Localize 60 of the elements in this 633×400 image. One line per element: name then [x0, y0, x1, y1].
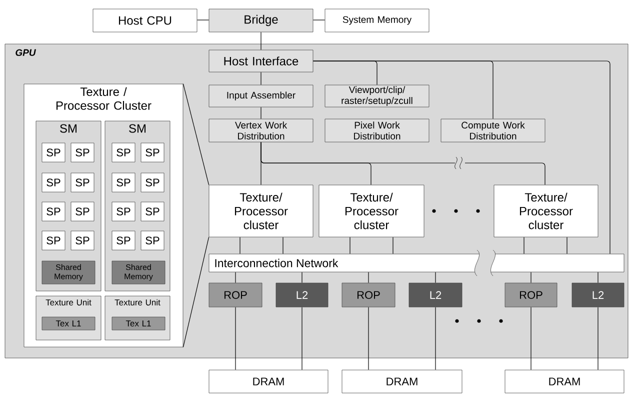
connector-line [566, 236, 568, 254]
processor-box: SP [70, 172, 94, 192]
connector-line [435, 306, 436, 370]
processor-box: SP [42, 172, 66, 192]
cache-box: L2 [408, 282, 462, 308]
processor-box: SP [140, 202, 164, 222]
processor-box: SP [70, 142, 94, 162]
processor-box: SP [140, 142, 164, 162]
cluster-box: Texture/ Processor cluster [208, 184, 314, 238]
connector-line [392, 236, 394, 254]
unit-box: Pixel Work Distribution [324, 118, 430, 142]
processor-box: SP [140, 172, 164, 192]
zoom-line [182, 236, 210, 348]
processor-box: SP [42, 230, 66, 250]
processor-box: SP [112, 142, 136, 162]
processor-box: SP [70, 202, 94, 222]
connector-line [260, 106, 262, 120]
connector-line [368, 272, 369, 284]
dram-box: DRAM [208, 370, 328, 394]
unit-box: Input Assembler [208, 84, 314, 108]
processor-box: SP [70, 230, 94, 250]
shared-memory-box: Shared Memory [42, 260, 96, 284]
host-box: Host CPU [92, 8, 198, 32]
connector-line [282, 236, 284, 254]
cache-box: L2 [276, 282, 328, 308]
unit-box: Vertex Work Distribution [208, 118, 314, 142]
processor-box: SP [112, 172, 136, 192]
cache-box: Tex L1 [112, 316, 166, 330]
connector-line [260, 142, 546, 186]
connector-line [530, 272, 532, 284]
unit-box: Viewport/clip/ raster/setup/zcull [324, 84, 430, 108]
connector-line [235, 272, 236, 284]
zoom-line [182, 84, 210, 186]
unit-box: Compute Work Distribution [440, 118, 546, 142]
connector-line [260, 32, 262, 50]
bridge-box: Bridge [208, 8, 314, 32]
connector-line [312, 60, 610, 254]
interface-box: Host Interface [208, 50, 314, 72]
rop-box: ROP [342, 282, 396, 308]
connector-line [530, 306, 532, 370]
cluster-box: Texture/ Processor cluster [494, 184, 598, 238]
rop-box: ROP [208, 282, 262, 308]
network-bar: Interconnection Network [208, 254, 624, 272]
connector-line [235, 306, 236, 370]
processor-box: SP [42, 202, 66, 222]
memory-box: System Memory [324, 8, 430, 32]
cache-box: L2 [572, 282, 624, 308]
cache-box: Tex L1 [42, 316, 96, 330]
connector-line [435, 272, 436, 284]
processor-box: SP [112, 202, 136, 222]
processor-box: SP [140, 230, 164, 250]
rop-box: ROP [504, 282, 558, 308]
connector-line [260, 72, 262, 86]
dram-box: DRAM [342, 370, 462, 394]
shared-memory-box: Shared Memory [112, 260, 166, 284]
processor-box: SP [42, 142, 66, 162]
cluster-box: Texture/ Processor cluster [318, 184, 424, 238]
dram-box: DRAM [504, 370, 624, 394]
connector-line [368, 306, 369, 370]
processor-box: SP [112, 230, 136, 250]
